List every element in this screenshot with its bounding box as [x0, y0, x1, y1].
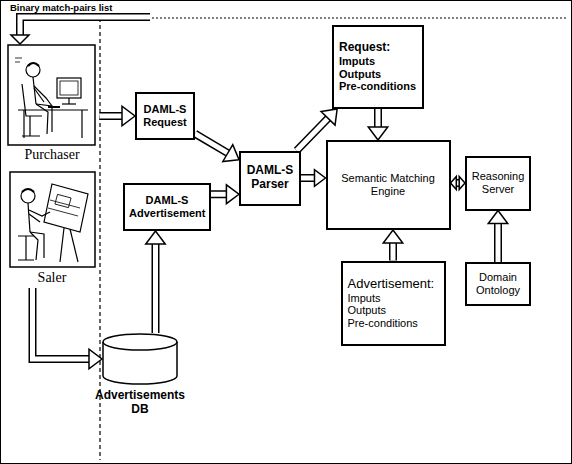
block-arrow-head [226, 185, 239, 204]
block-arrow-outline [195, 134, 228, 153]
block-arrow-outline [211, 190, 226, 198]
node-title: Advertisements DB [92, 389, 188, 417]
document-box: DAML-S Request [135, 92, 195, 140]
database-cylinder-shape [102, 333, 178, 385]
block-arrow [488, 211, 508, 263]
block-arrow-fill [195, 134, 228, 153]
node-title: DAML-S Advertisement [129, 194, 205, 219]
block-arrow [211, 185, 239, 204]
node-title: Request: [339, 41, 417, 55]
block-arrow-head [146, 231, 166, 244]
block-arrow-outline [152, 244, 160, 333]
arrow-label: Binary match-pairs list [8, 2, 114, 13]
parser-box: DAML-S Parser [239, 151, 301, 206]
block-arrow-head [383, 230, 403, 243]
node-item: Imputs [348, 292, 439, 305]
ontology-box: Domain Ontology [465, 262, 531, 306]
block-arrow [301, 170, 326, 187]
feedback-arrow-fill [20, 17, 150, 35]
node-title: Purchaser [7, 147, 98, 163]
block-arrow-head [314, 170, 325, 187]
block-arrow-head [89, 349, 102, 369]
engine-box: Semantic Matching Engine [326, 140, 451, 230]
block-arrow-outline [494, 224, 502, 263]
block-arrow-fill [376, 109, 381, 127]
node-item: Imputs [339, 55, 417, 68]
block-arrow-outline [33, 288, 90, 359]
node-title: DAML-S Parser [245, 164, 295, 192]
block-arrow [451, 177, 466, 190]
block-arrow-fill [301, 176, 314, 181]
database-cylinder-body [103, 334, 177, 384]
node-item: Pre-conditions [339, 80, 417, 93]
block-arrow-outline [297, 118, 328, 150]
block-arrow [33, 288, 103, 369]
system-boundary [100, 17, 568, 18]
feedback-arrow-outline [20, 17, 150, 35]
node-item: Outputs [348, 304, 439, 317]
block-arrow-outline [374, 109, 382, 127]
actor-picture: Purchaser [5, 40, 100, 165]
node-title: Domain Ontology [471, 271, 525, 296]
block-arrow-fill [496, 224, 501, 263]
node-title: Advertisement: [348, 277, 439, 292]
database-cylinder: Advertisements DB [92, 333, 188, 417]
block-arrow-head [488, 211, 508, 224]
block-arrow-head [368, 127, 388, 140]
block-arrow-head [321, 109, 337, 125]
parameter-box: Request:ImputsOutputsPre-conditions [332, 25, 424, 109]
node-title: DAML-S Request [141, 103, 189, 128]
document-box: DAML-S Advertisement [123, 183, 211, 231]
feedback-arrow [11, 17, 150, 44]
block-arrow [195, 134, 239, 162]
purchaser-picture [8, 45, 95, 145]
node-title: Reasoning Server [471, 170, 525, 195]
server-box: Reasoning Server [465, 156, 531, 211]
block-arrow-outline [100, 112, 123, 120]
parameter-box: Advertisement:ImputsOutputsPre-condition… [341, 261, 446, 346]
block-arrow-outline [389, 243, 397, 261]
feedback-arrow-head [11, 35, 29, 44]
actor-picture: Saler [5, 168, 100, 288]
block-arrow-fill [391, 243, 396, 261]
block-arrow-fill [211, 192, 226, 197]
saler-picture [10, 172, 95, 267]
block-arrow [146, 231, 166, 333]
block-arrow-head [451, 177, 457, 190]
block-arrow-fill [33, 288, 90, 359]
block-arrow-head [223, 145, 239, 162]
node-title: Semantic Matching Engine [334, 172, 443, 197]
database-cylinder-rim [103, 342, 177, 350]
node-item: Outputs [339, 68, 417, 81]
block-arrow-outline [301, 174, 314, 182]
node-title: Saler [7, 270, 98, 286]
block-arrow-fill [297, 118, 328, 150]
block-arrow-head [122, 106, 135, 126]
block-arrow-fill [100, 114, 123, 119]
block-arrow [100, 106, 136, 126]
node-item: Pre-conditions [348, 317, 439, 330]
block-arrow [368, 109, 388, 140]
block-arrow-fill [153, 244, 158, 333]
block-arrow [383, 230, 403, 261]
